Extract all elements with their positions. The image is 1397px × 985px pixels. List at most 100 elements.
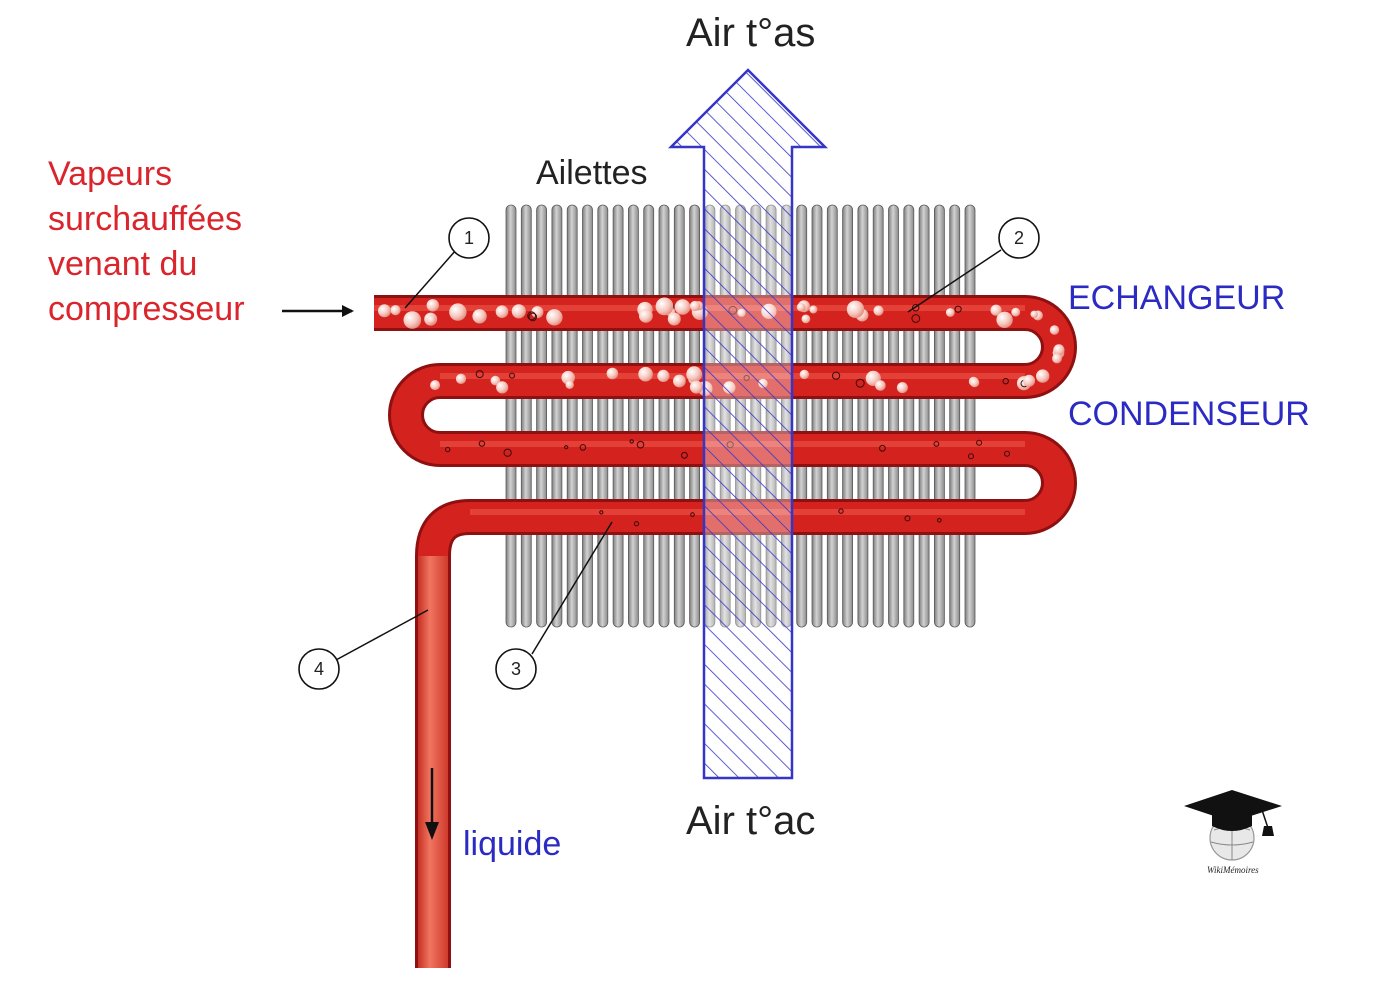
vapor-bubble — [945, 308, 955, 317]
air-in-label: Air t°ac — [686, 799, 815, 843]
vapor-bubble — [681, 451, 688, 459]
vapor-bubble — [599, 510, 604, 515]
vapor-bubble — [801, 314, 811, 324]
vapor-bubble — [475, 370, 484, 379]
air-out-label: Air t°as — [686, 11, 815, 55]
vapor-bubble — [799, 369, 810, 380]
vapor-line-1: Vapeurs — [48, 155, 172, 193]
vapor-bubble — [1036, 369, 1050, 383]
fin — [934, 204, 945, 628]
vapor-bubble — [390, 305, 401, 316]
fin — [689, 204, 700, 628]
fin — [673, 204, 685, 628]
vapor-bubble — [689, 380, 703, 394]
condenser-label: CONDENSEUR — [1068, 395, 1310, 433]
vapor-bubble — [686, 366, 703, 383]
vapor-bubble — [912, 304, 920, 312]
vapor-bubble — [531, 306, 544, 319]
graduation-cap-globe-icon — [1184, 790, 1282, 861]
vapor-bubble — [509, 372, 515, 379]
vapor-bubble — [449, 303, 467, 321]
vapor-bubble — [933, 441, 940, 447]
vapor-bubble — [911, 314, 921, 323]
watermark-text: WikiMémoires — [1207, 865, 1259, 875]
vapor-bubble — [495, 305, 509, 319]
vapor-bubble — [636, 440, 645, 449]
fins-label: Ailettes — [536, 154, 648, 192]
vapor-source-label: Vapeurs surchauffées venant du compresse… — [48, 155, 245, 328]
vapor-bubble — [430, 380, 441, 391]
exchanger-label: ECHANGEUR — [1068, 279, 1285, 317]
vapor-bubble — [478, 440, 486, 447]
vapor-bubble — [809, 305, 818, 314]
callout-2-number: 2 — [1014, 228, 1024, 248]
vapor-line-4: compresseur — [48, 290, 245, 328]
vapor-bubble — [968, 453, 974, 460]
vapor-bubble — [579, 444, 587, 451]
vapor-bubble — [528, 312, 538, 322]
vapor-bubble — [445, 446, 451, 453]
vapor-bubble — [1011, 307, 1021, 317]
vapor-line-2: surchauffées — [48, 200, 242, 238]
callout-leaders — [335, 249, 1002, 661]
vapor-bubble — [1002, 378, 1009, 385]
vapor-bubble — [1049, 325, 1060, 335]
fin — [842, 204, 853, 628]
fin — [872, 204, 884, 628]
condenser-pipe — [374, 295, 1077, 968]
fin — [612, 204, 624, 628]
vapor-bubble — [565, 380, 574, 389]
vapor-bubble — [969, 377, 980, 388]
vapor-bubble — [496, 381, 509, 394]
vapor-bubble — [633, 521, 640, 527]
vapor-bubble — [879, 444, 886, 452]
vapor-bubble — [855, 378, 865, 388]
vapor-bubble — [976, 439, 983, 446]
callout-2: 2 — [998, 217, 1040, 259]
vapor-bubble — [875, 380, 886, 391]
vapor-bubble — [564, 445, 569, 450]
vapor-bubble — [873, 305, 884, 316]
fin — [903, 204, 915, 628]
vapor-bubble — [838, 508, 844, 514]
vapor-bubble — [503, 448, 512, 457]
watermark-logo: WikiMémoires — [1184, 790, 1282, 875]
callout-4: 4 — [298, 648, 340, 690]
fin — [520, 204, 532, 628]
vapor-bubble — [1004, 450, 1010, 457]
fin — [536, 204, 547, 628]
vapor-bubble — [996, 311, 1013, 328]
fin — [566, 204, 578, 628]
vapor-bubble — [990, 304, 1002, 316]
fin — [505, 204, 517, 628]
callout-3-number: 3 — [511, 659, 521, 679]
vapor-bubble — [832, 371, 841, 380]
vapor-bubble — [427, 315, 436, 325]
vapor-bubble — [527, 311, 536, 321]
fin — [826, 204, 838, 628]
vapor-bubble — [1052, 353, 1062, 364]
vapor-bubble — [655, 297, 674, 316]
vapor-bubble — [674, 299, 691, 315]
fin — [811, 204, 823, 628]
vapor-bubble — [472, 309, 487, 324]
vapor-bubble — [673, 374, 686, 388]
flow-down-arrow-icon — [425, 768, 439, 840]
fin — [888, 204, 899, 628]
vapor-bubble — [904, 515, 911, 522]
callout-1: 1 — [448, 217, 490, 259]
airflow-arrow-icon — [667, 68, 829, 780]
fin — [918, 204, 930, 628]
vapor-bubble — [639, 309, 653, 323]
vapor-bubble — [606, 367, 619, 380]
fin — [857, 204, 869, 628]
vapor-bubble — [546, 309, 563, 326]
vapor-line-3: venant du — [48, 245, 197, 283]
fin — [643, 204, 655, 628]
vapor-bubble — [690, 512, 695, 517]
fin — [551, 204, 563, 628]
vapor-bubble — [1023, 374, 1036, 387]
vapor-bubble — [896, 382, 908, 394]
